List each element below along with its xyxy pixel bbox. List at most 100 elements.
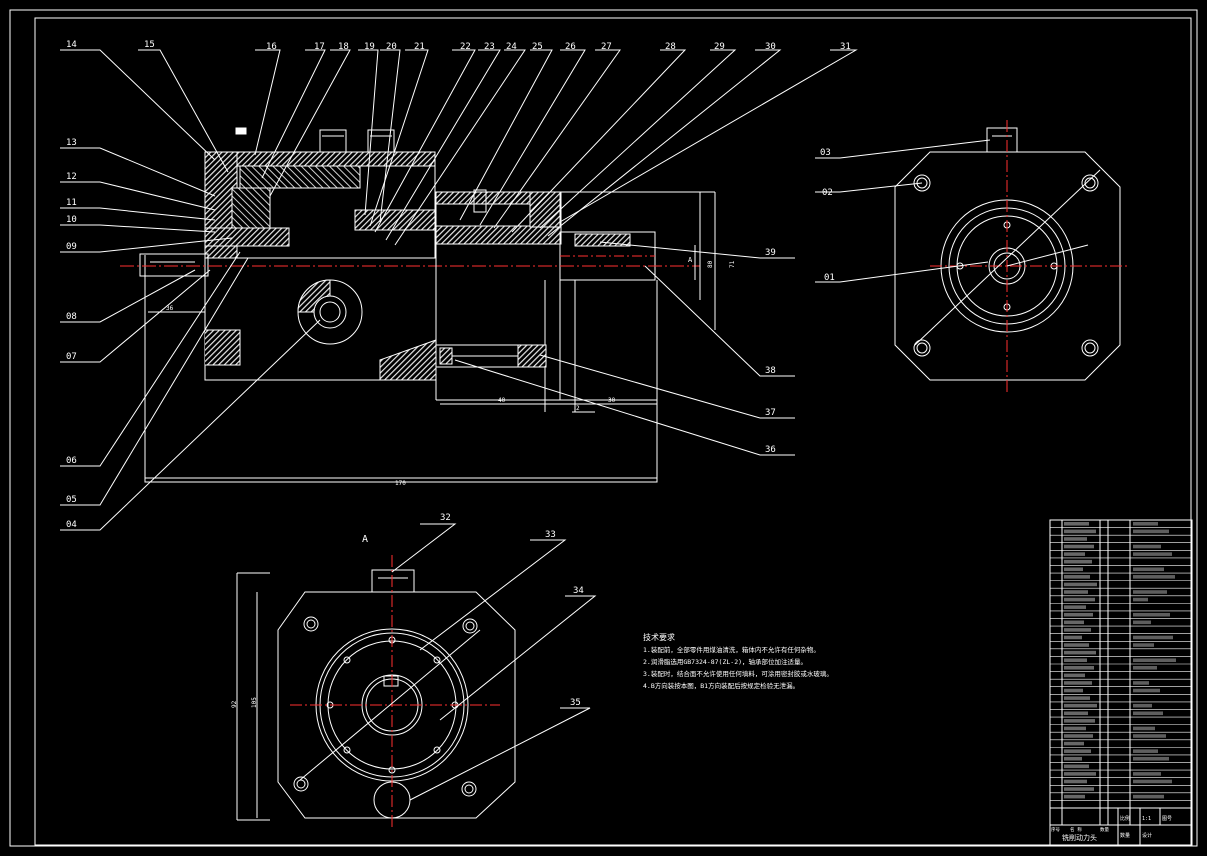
part-36: 36 bbox=[765, 445, 776, 455]
part-34: 34 bbox=[573, 586, 584, 596]
part-28: 28 bbox=[665, 42, 676, 52]
part-05: 05 bbox=[66, 495, 77, 505]
label-group: 14 15 16 17 18 19 20 21 22 23 24 25 26 2… bbox=[66, 40, 1172, 842]
part-19: 19 bbox=[364, 42, 375, 52]
dim-bottom-105: 105 bbox=[251, 697, 258, 708]
notes-line-1: 1.装配前，全部零件用煤油清洗，箱体内不允许有任何杂物。 bbox=[643, 645, 820, 654]
table-cell-text bbox=[1064, 590, 1088, 594]
part-24: 24 bbox=[506, 42, 517, 52]
part-23: 23 bbox=[484, 42, 495, 52]
dim-40: 40 bbox=[498, 397, 506, 404]
table-cell-text bbox=[1133, 522, 1158, 526]
part-39: 39 bbox=[765, 248, 776, 258]
part-26: 26 bbox=[565, 42, 576, 52]
table-cell-text bbox=[1133, 734, 1166, 738]
part-25: 25 bbox=[532, 42, 543, 52]
view-label-a: A bbox=[362, 534, 368, 545]
parts-list-table bbox=[1049, 519, 1193, 846]
table-cell-text bbox=[1064, 575, 1090, 579]
table-cell-text bbox=[1133, 620, 1151, 625]
part-07: 07 bbox=[66, 352, 77, 362]
part-16: 16 bbox=[266, 42, 277, 52]
inner-border bbox=[34, 17, 1192, 846]
table-cell-text bbox=[1064, 650, 1096, 655]
table-cell-text bbox=[1133, 726, 1155, 731]
table-cell-text bbox=[1064, 734, 1093, 738]
table-cell-text bbox=[1064, 779, 1087, 784]
table-cell-text bbox=[1133, 643, 1154, 647]
part-14: 14 bbox=[66, 40, 77, 50]
notes-line-2: 2.润滑脂选用GB7324-87(ZL-2)，轴承部位加注适量。 bbox=[643, 657, 807, 666]
table-cell-text bbox=[1064, 688, 1083, 693]
table-cell-text bbox=[1133, 703, 1152, 708]
title-drawing-name: 铣削动力头 bbox=[1062, 833, 1097, 842]
notes-line-3: 3.装配时，结合面不允许使用任何填料，可涂用密封胶或水玻璃。 bbox=[643, 669, 833, 678]
title-scale-value: 1:1 bbox=[1142, 816, 1151, 822]
part-01: 01 bbox=[824, 273, 835, 283]
part-17: 17 bbox=[314, 42, 325, 52]
table-cell-text bbox=[1064, 612, 1093, 617]
table-cell-text bbox=[1064, 628, 1091, 632]
part-31: 31 bbox=[840, 42, 851, 52]
part-22: 22 bbox=[460, 42, 471, 52]
table-cell-text bbox=[1133, 575, 1175, 579]
table-cell-text bbox=[1064, 658, 1087, 662]
part-35: 35 bbox=[570, 698, 581, 708]
table-cell-text bbox=[1133, 612, 1170, 617]
title-qty-label: 数量 bbox=[1120, 832, 1130, 839]
table-cell-text bbox=[1133, 635, 1173, 640]
dim-30: 30 bbox=[608, 397, 616, 404]
part-12: 12 bbox=[66, 172, 77, 182]
table-header-no: 序号 bbox=[1051, 826, 1060, 833]
table-cell-text bbox=[1064, 772, 1096, 776]
part-03: 03 bbox=[820, 148, 831, 158]
table-cell-text bbox=[1064, 522, 1089, 526]
table-cell-text bbox=[1133, 658, 1176, 662]
part-21: 21 bbox=[414, 42, 425, 52]
outer-border bbox=[9, 9, 1198, 847]
table-cell-text bbox=[1064, 635, 1082, 640]
main-section-view bbox=[120, 127, 716, 483]
part-09: 09 bbox=[66, 242, 77, 252]
table-cell-text bbox=[1133, 597, 1148, 602]
table-cell-text bbox=[1064, 620, 1084, 625]
table-cell-text bbox=[1064, 726, 1086, 731]
title-design-label: 设计 bbox=[1142, 832, 1152, 839]
table-cell-text bbox=[1064, 643, 1089, 647]
table-cell-text bbox=[1064, 749, 1091, 753]
dim-2: 2 bbox=[576, 405, 580, 412]
part-20: 20 bbox=[386, 42, 397, 52]
table-cell-text bbox=[1064, 582, 1097, 587]
table-cell-text bbox=[1133, 779, 1172, 784]
table-cell-text bbox=[1064, 711, 1088, 716]
table-cell-text bbox=[1064, 552, 1085, 556]
notes-line-4: 4.B方向装按本图，B1方向装配后按规定检验无泄漏。 bbox=[643, 681, 799, 690]
section-label-a: A bbox=[688, 256, 693, 264]
main-leader-lines bbox=[60, 49, 858, 531]
table-cell-text bbox=[1064, 794, 1085, 799]
table-cell-text bbox=[1133, 666, 1157, 670]
side-view bbox=[815, 120, 1130, 395]
table-cell-text bbox=[1064, 673, 1085, 678]
notes-title: 技术要求 bbox=[643, 632, 675, 642]
part-15: 15 bbox=[144, 40, 155, 50]
table-cell-text bbox=[1064, 787, 1094, 791]
table-cell-text bbox=[1133, 552, 1172, 556]
table-cell-text bbox=[1133, 529, 1169, 534]
dim-36: 36 bbox=[166, 305, 174, 312]
part-10: 10 bbox=[66, 215, 77, 225]
table-header-qty: 数量 bbox=[1100, 826, 1109, 833]
part-32: 32 bbox=[440, 513, 451, 523]
parts-list-rows bbox=[1050, 522, 1192, 801]
table-cell-text bbox=[1064, 567, 1083, 572]
table-cell-text bbox=[1064, 559, 1092, 564]
part-30: 30 bbox=[765, 42, 776, 52]
part-37: 37 bbox=[765, 408, 776, 418]
part-13: 13 bbox=[66, 138, 77, 148]
part-08: 08 bbox=[66, 312, 77, 322]
table-cell-text bbox=[1133, 567, 1164, 572]
part-04: 04 bbox=[66, 520, 77, 530]
table-cell-text bbox=[1064, 666, 1094, 670]
table-header-name: 名 称 bbox=[1070, 826, 1082, 833]
table-cell-text bbox=[1064, 756, 1082, 761]
